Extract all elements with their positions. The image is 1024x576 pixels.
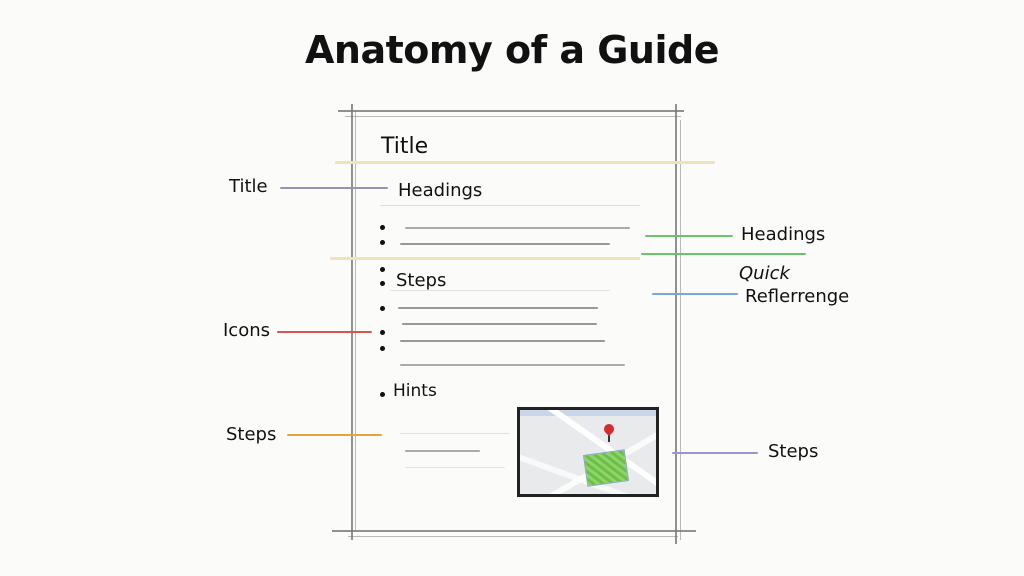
text-line bbox=[400, 243, 610, 245]
callout-label-icons: Icons bbox=[223, 320, 271, 341]
map-park bbox=[582, 449, 630, 487]
callout-line-steps-right bbox=[672, 452, 758, 454]
map-pin-stem bbox=[608, 432, 610, 442]
callout-line-icons bbox=[277, 331, 372, 333]
callout-label-steps-right: Steps bbox=[768, 441, 819, 462]
bullet bbox=[380, 281, 385, 286]
diagram-title: Anatomy of a Guide bbox=[305, 28, 719, 72]
bullet bbox=[380, 306, 385, 311]
callout-line-headings-2 bbox=[641, 253, 806, 255]
map-toolbar bbox=[520, 410, 656, 416]
doc-title: Title bbox=[381, 134, 429, 159]
rule bbox=[400, 433, 510, 434]
text-line bbox=[400, 340, 605, 342]
doc-tips: Hints bbox=[393, 381, 437, 401]
bullet bbox=[380, 330, 385, 335]
rule bbox=[380, 205, 640, 206]
callout-label-reference: Reflerrenge bbox=[745, 286, 850, 307]
bullet bbox=[380, 240, 385, 245]
text-line bbox=[402, 323, 597, 325]
bullet bbox=[380, 346, 385, 351]
doc-heading: Headings bbox=[398, 180, 483, 201]
text-line bbox=[400, 364, 625, 366]
map-pin-icon bbox=[601, 421, 617, 437]
rule bbox=[405, 467, 505, 468]
text-line bbox=[405, 450, 480, 452]
rule bbox=[390, 290, 610, 291]
title-highlight bbox=[335, 161, 715, 164]
callout-label-title: Title bbox=[229, 176, 268, 197]
section-highlight bbox=[330, 257, 640, 260]
callout-line-title bbox=[280, 187, 388, 189]
map-thumbnail bbox=[517, 407, 659, 497]
bullet bbox=[380, 225, 385, 230]
bullet bbox=[380, 267, 385, 272]
callout-line-headings bbox=[645, 235, 733, 237]
callout-line-steps bbox=[287, 434, 382, 436]
doc-steps: Steps bbox=[396, 270, 447, 291]
bullet bbox=[380, 392, 385, 397]
callout-label-steps: Steps bbox=[226, 424, 277, 445]
text-line bbox=[405, 227, 630, 229]
text-line bbox=[398, 307, 598, 309]
callout-line-reference bbox=[652, 293, 738, 295]
callout-label-headings: Headings bbox=[741, 224, 826, 245]
callout-label-quick: Quick bbox=[739, 263, 790, 284]
